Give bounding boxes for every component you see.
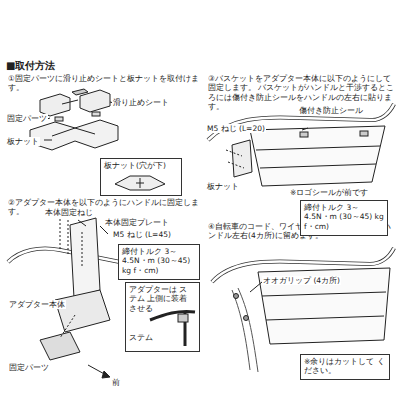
box-subtext: ステム bbox=[129, 333, 157, 342]
part-label: 本体固定プレート bbox=[104, 218, 170, 227]
part-label: 滑り止めシート bbox=[112, 98, 170, 107]
part-label: 傷付き防止シール bbox=[298, 106, 364, 115]
step-text: ①固定パーツに滑り止めシートと板ナットを取付けます。 bbox=[8, 74, 203, 93]
direction-label: 前 bbox=[112, 378, 120, 387]
note-label: ※ロゴシールが前です bbox=[290, 188, 368, 197]
box-text: アダプターは ステム 上側に装着させる bbox=[129, 285, 191, 313]
box-text: 締付トルク 3～4.5N・m (30～45) kg f・cm) bbox=[304, 203, 384, 231]
part-label: M5 ねじ (L=20) bbox=[206, 124, 266, 133]
step-text: ②アダプター本体を以下のようにハンドルに固定します。 bbox=[8, 198, 203, 217]
part-label: 板ナット bbox=[206, 182, 240, 191]
box-text: ※余りはカットして ください。 bbox=[304, 357, 386, 376]
torque-box: 締付トルク 3～4.5N・m (30～45) kg f・cm) bbox=[300, 200, 388, 236]
callout-box: アダプターは ステム 上側に装着させるステム bbox=[125, 282, 200, 352]
part-label: 固定パーツ bbox=[8, 363, 50, 372]
box-text: 板ナット(穴が下) bbox=[104, 161, 178, 170]
note-box: ※余りはカットして ください。 bbox=[300, 354, 390, 380]
part-label: 固定パーツ bbox=[6, 114, 48, 123]
box-text: 締付トルク 3～4.5N・m (30～45) kg f・cm) bbox=[122, 247, 196, 275]
basket-figure bbox=[208, 104, 394, 186]
torque-box: 締付トルク 3～4.5N・m (30～45) kg f・cm) bbox=[118, 244, 200, 280]
inset-box: 板ナット(穴が下) bbox=[100, 158, 182, 196]
part-label: 板ナット bbox=[6, 137, 40, 146]
part-label: 本体固定ねじ bbox=[44, 208, 94, 217]
part-label: オオガリップ (4カ所) bbox=[262, 276, 341, 285]
part-label: M5 ねじ (L=45) bbox=[112, 230, 172, 239]
nut-inset-figure bbox=[115, 176, 165, 190]
part-label: アダプター本体 bbox=[8, 300, 66, 309]
section-title: ■取付方法 bbox=[6, 60, 55, 73]
